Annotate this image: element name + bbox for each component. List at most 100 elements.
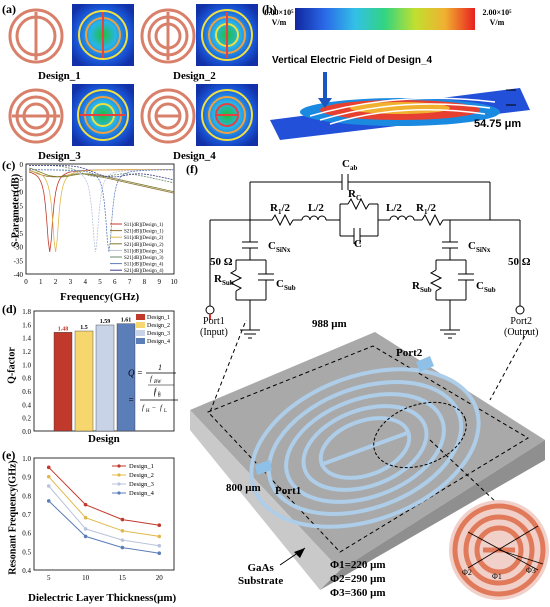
d-ytick-label: 0.2 [22, 415, 31, 423]
c-xtick-label: 4 [83, 278, 87, 286]
ohm-right-label: 50 Ω [508, 256, 531, 268]
panel-label-a: (a) [2, 2, 16, 16]
c-legend-label: S21[dB](Design_4) [124, 269, 164, 274]
svg-text:0: 0 [158, 394, 161, 399]
d-bar-value-label: 1.59 [100, 319, 111, 325]
e-point [83, 515, 88, 520]
ohm-left-label: 50 Ω [210, 256, 233, 268]
design-2-layout [140, 8, 196, 64]
field-caption: Vertical Electric Field of Design_4 [272, 55, 433, 66]
e-legend-marker [117, 482, 121, 486]
d-bar-3 [95, 324, 115, 432]
rc-label: RC [348, 188, 362, 203]
d-legend-swatch [136, 330, 145, 336]
design-4-label: Design_4 [173, 150, 216, 162]
c-xtick-label: 3 [69, 278, 73, 286]
e-xtick-label: 15 [119, 574, 127, 582]
csinx-right-label: CSiNx [468, 240, 491, 255]
e-ytick-label: 0.8 [22, 492, 31, 500]
r1-right-label: R1/2 [416, 202, 437, 217]
panel-label-e: (e) [2, 448, 16, 462]
design-1-heatmap [72, 4, 134, 66]
d-legend-swatch [136, 338, 145, 344]
panel-label-f: (f) [186, 162, 198, 176]
panel-label-c: (c) [2, 158, 16, 172]
e-legend-marker [117, 464, 121, 468]
design-1-layout [8, 8, 64, 64]
c-curve-2 [28, 169, 175, 194]
design-2-heatmap [196, 4, 258, 66]
d-ytick-label: 1.6 [22, 321, 31, 329]
d-legend-swatch [136, 314, 145, 320]
field-cross-section [270, 72, 530, 140]
c-legend-label: S11[dB](Design_1) [124, 223, 164, 228]
e-point [157, 551, 162, 555]
e-point [120, 545, 125, 550]
csub-right-label: CSub [476, 280, 496, 295]
d-bar-value-label: 1.5 [80, 325, 88, 331]
svg-text:BW: BW [154, 380, 162, 385]
d-bar-4 [116, 323, 136, 432]
d-legend-label: Design_2 [147, 323, 170, 329]
e-point [157, 543, 162, 548]
phi2-tag: Φ2 [462, 568, 472, 577]
e-point [83, 502, 88, 507]
panel-a-designs [8, 4, 258, 146]
e-point [120, 529, 125, 533]
c-curve-4 [28, 167, 175, 193]
svg-text:f: f [150, 375, 153, 383]
design-3-label: Design_3 [38, 150, 81, 162]
colorbar [295, 8, 475, 30]
svg-text:1: 1 [158, 363, 162, 372]
d-ytick-label: 0.8 [22, 375, 31, 383]
c-xtick-label: 6 [113, 278, 117, 286]
c-legend-label: S11[dB](Design_4) [124, 263, 164, 268]
d-ytick-label: 1.0 [22, 361, 31, 369]
rsub-left-label: RSub [214, 273, 234, 288]
d-bar-1 [53, 332, 73, 432]
c-ytick-label: -5 [17, 175, 23, 183]
panel-label-b: (b) [262, 2, 277, 16]
e-point [120, 517, 125, 522]
e-point [157, 523, 162, 527]
e-legend-marker [117, 491, 121, 495]
d-ytick-label: 1.2 [22, 348, 31, 356]
design-4-layout [140, 88, 196, 144]
d-ytick-label: 1.8 [22, 308, 31, 316]
design-1-label: Design_1 [38, 70, 81, 82]
c-xtick-label: 0 [24, 278, 28, 286]
c-ytick-label: -25 [14, 230, 24, 238]
c-ytick-label: 0 [20, 161, 24, 169]
csub-left-label: CSub [276, 278, 296, 293]
port2-circuit-label: Port2(Output) [504, 316, 539, 338]
c-ytick-label: -20 [14, 216, 24, 224]
c-xtick-label: 7 [128, 278, 132, 286]
port1-pad [255, 460, 272, 475]
width-dimension: 988 μm [312, 318, 347, 330]
svg-text:L: L [164, 409, 167, 414]
e-legend-marker [117, 473, 121, 477]
e-legend-label: Design_1 [129, 463, 154, 470]
e-ytick-label: 0.7 [22, 511, 31, 519]
port1-circuit-label: Port1(Input) [200, 316, 228, 338]
d-legend-label: Design_1 [147, 315, 170, 321]
c-xtick-label: 9 [157, 278, 161, 286]
c-legend-label: S21[dB](Design_2) [124, 243, 164, 248]
e-point [120, 538, 125, 542]
port1-device-label: Port1 [275, 485, 302, 497]
e-legend-label: Design_3 [129, 481, 154, 488]
d-ytick-label: 0.4 [22, 401, 31, 409]
d-legend-label: Design_4 [147, 339, 170, 345]
svg-text:f: f [154, 387, 157, 395]
e-ytick-label: 0.5 [22, 548, 31, 556]
svg-text:f: f [160, 404, 163, 412]
thickness-label: 54.75 μm [474, 118, 522, 130]
d-legend-swatch [136, 322, 145, 328]
